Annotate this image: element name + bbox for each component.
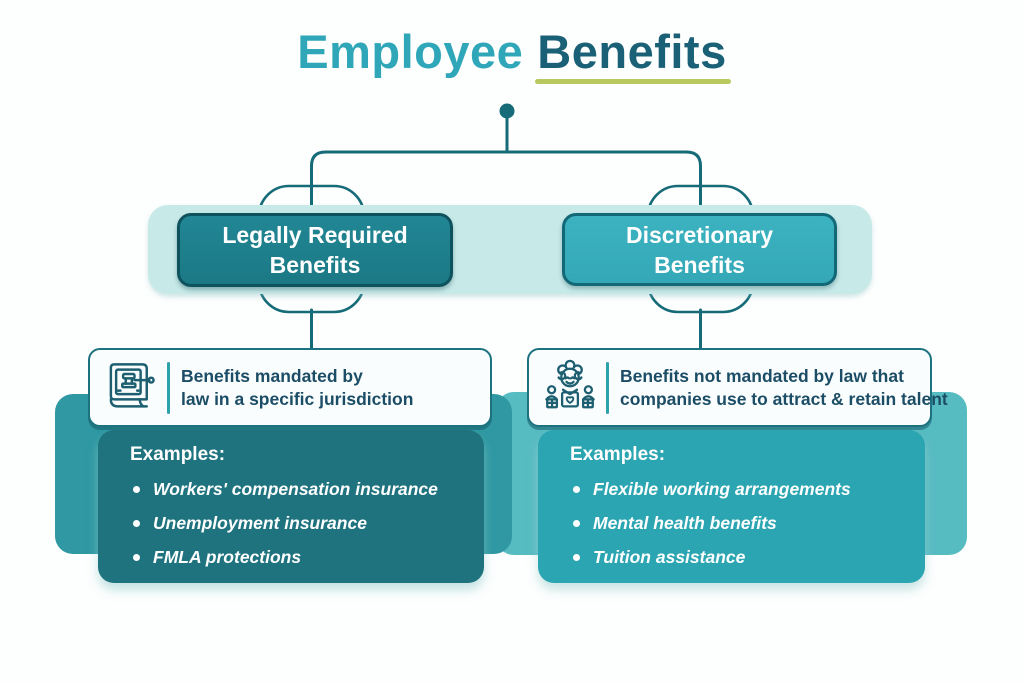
title-word-benefits-wrap: Benefits	[535, 24, 731, 84]
examples-heading: Examples:	[570, 444, 666, 465]
example-item: FMLA protections	[130, 547, 474, 568]
branch-box-label-line: Legally Required	[222, 222, 408, 248]
examples-list: Workers' compensation insurance Unemploy…	[130, 479, 474, 568]
card-divider	[606, 361, 609, 414]
example-text: Mental health benefits	[593, 513, 777, 533]
example-item: Mental health benefits	[570, 513, 915, 534]
title-word-employee: Employee	[297, 25, 524, 78]
hr-people-icon	[545, 359, 595, 408]
examples-panel-legally-required: Examples: Workers' compensation insuranc…	[98, 430, 484, 583]
bullet-icon	[573, 486, 580, 493]
description-line: companies use to attract & retain talent	[620, 388, 948, 409]
example-text: Flexible working arrangements	[593, 479, 851, 499]
root-node-dot	[499, 103, 515, 119]
example-item: Flexible working arrangements	[570, 479, 915, 500]
example-text: Tuition assistance	[593, 547, 746, 567]
example-text: FMLA protections	[153, 547, 302, 567]
bullet-icon	[133, 486, 140, 493]
example-item: Unemployment insurance	[130, 513, 474, 534]
branch-box-label-line: Benefits	[654, 251, 745, 278]
description-line: Benefits not mandated by law that	[620, 365, 904, 386]
bullet-icon	[573, 520, 580, 527]
example-text: Unemployment insurance	[153, 513, 367, 533]
title-underline	[535, 79, 731, 84]
examples-list: Flexible working arrangements Mental hea…	[570, 479, 915, 568]
description-text: Benefits not mandated by law that compan…	[620, 365, 948, 411]
description-card-discretionary: Benefits not mandated by law that compan…	[527, 348, 948, 427]
law-book-gavel-icon	[109, 362, 155, 408]
bullet-icon	[133, 520, 140, 527]
bullet-icon	[573, 554, 580, 561]
card-divider	[167, 361, 170, 414]
description-text: Benefits mandated by law in a specific j…	[181, 365, 413, 411]
examples-panel-discretionary: Examples: Flexible working arrangements …	[538, 430, 925, 583]
description-line: Benefits mandated by	[181, 365, 363, 386]
branch-box-label-line: Discretionary	[625, 221, 773, 248]
example-item: Tuition assistance	[570, 547, 915, 568]
title-word-benefits: Benefits	[537, 25, 727, 78]
description-line: law in a specific jurisdiction	[181, 388, 414, 409]
example-item: Workers' compensation insurance	[130, 479, 474, 500]
branch-box-discretionary: Discretionary Benefits	[562, 213, 837, 286]
bullet-icon	[133, 554, 140, 561]
branch-box-legally-required: Legally Required Benefits	[177, 213, 453, 287]
examples-heading: Examples:	[130, 444, 226, 465]
branch-box-label-line: Benefits	[269, 252, 361, 278]
description-card-legally-required: Benefits mandated by law in a specific j…	[88, 348, 492, 427]
example-text: Workers' compensation insurance	[153, 479, 438, 499]
